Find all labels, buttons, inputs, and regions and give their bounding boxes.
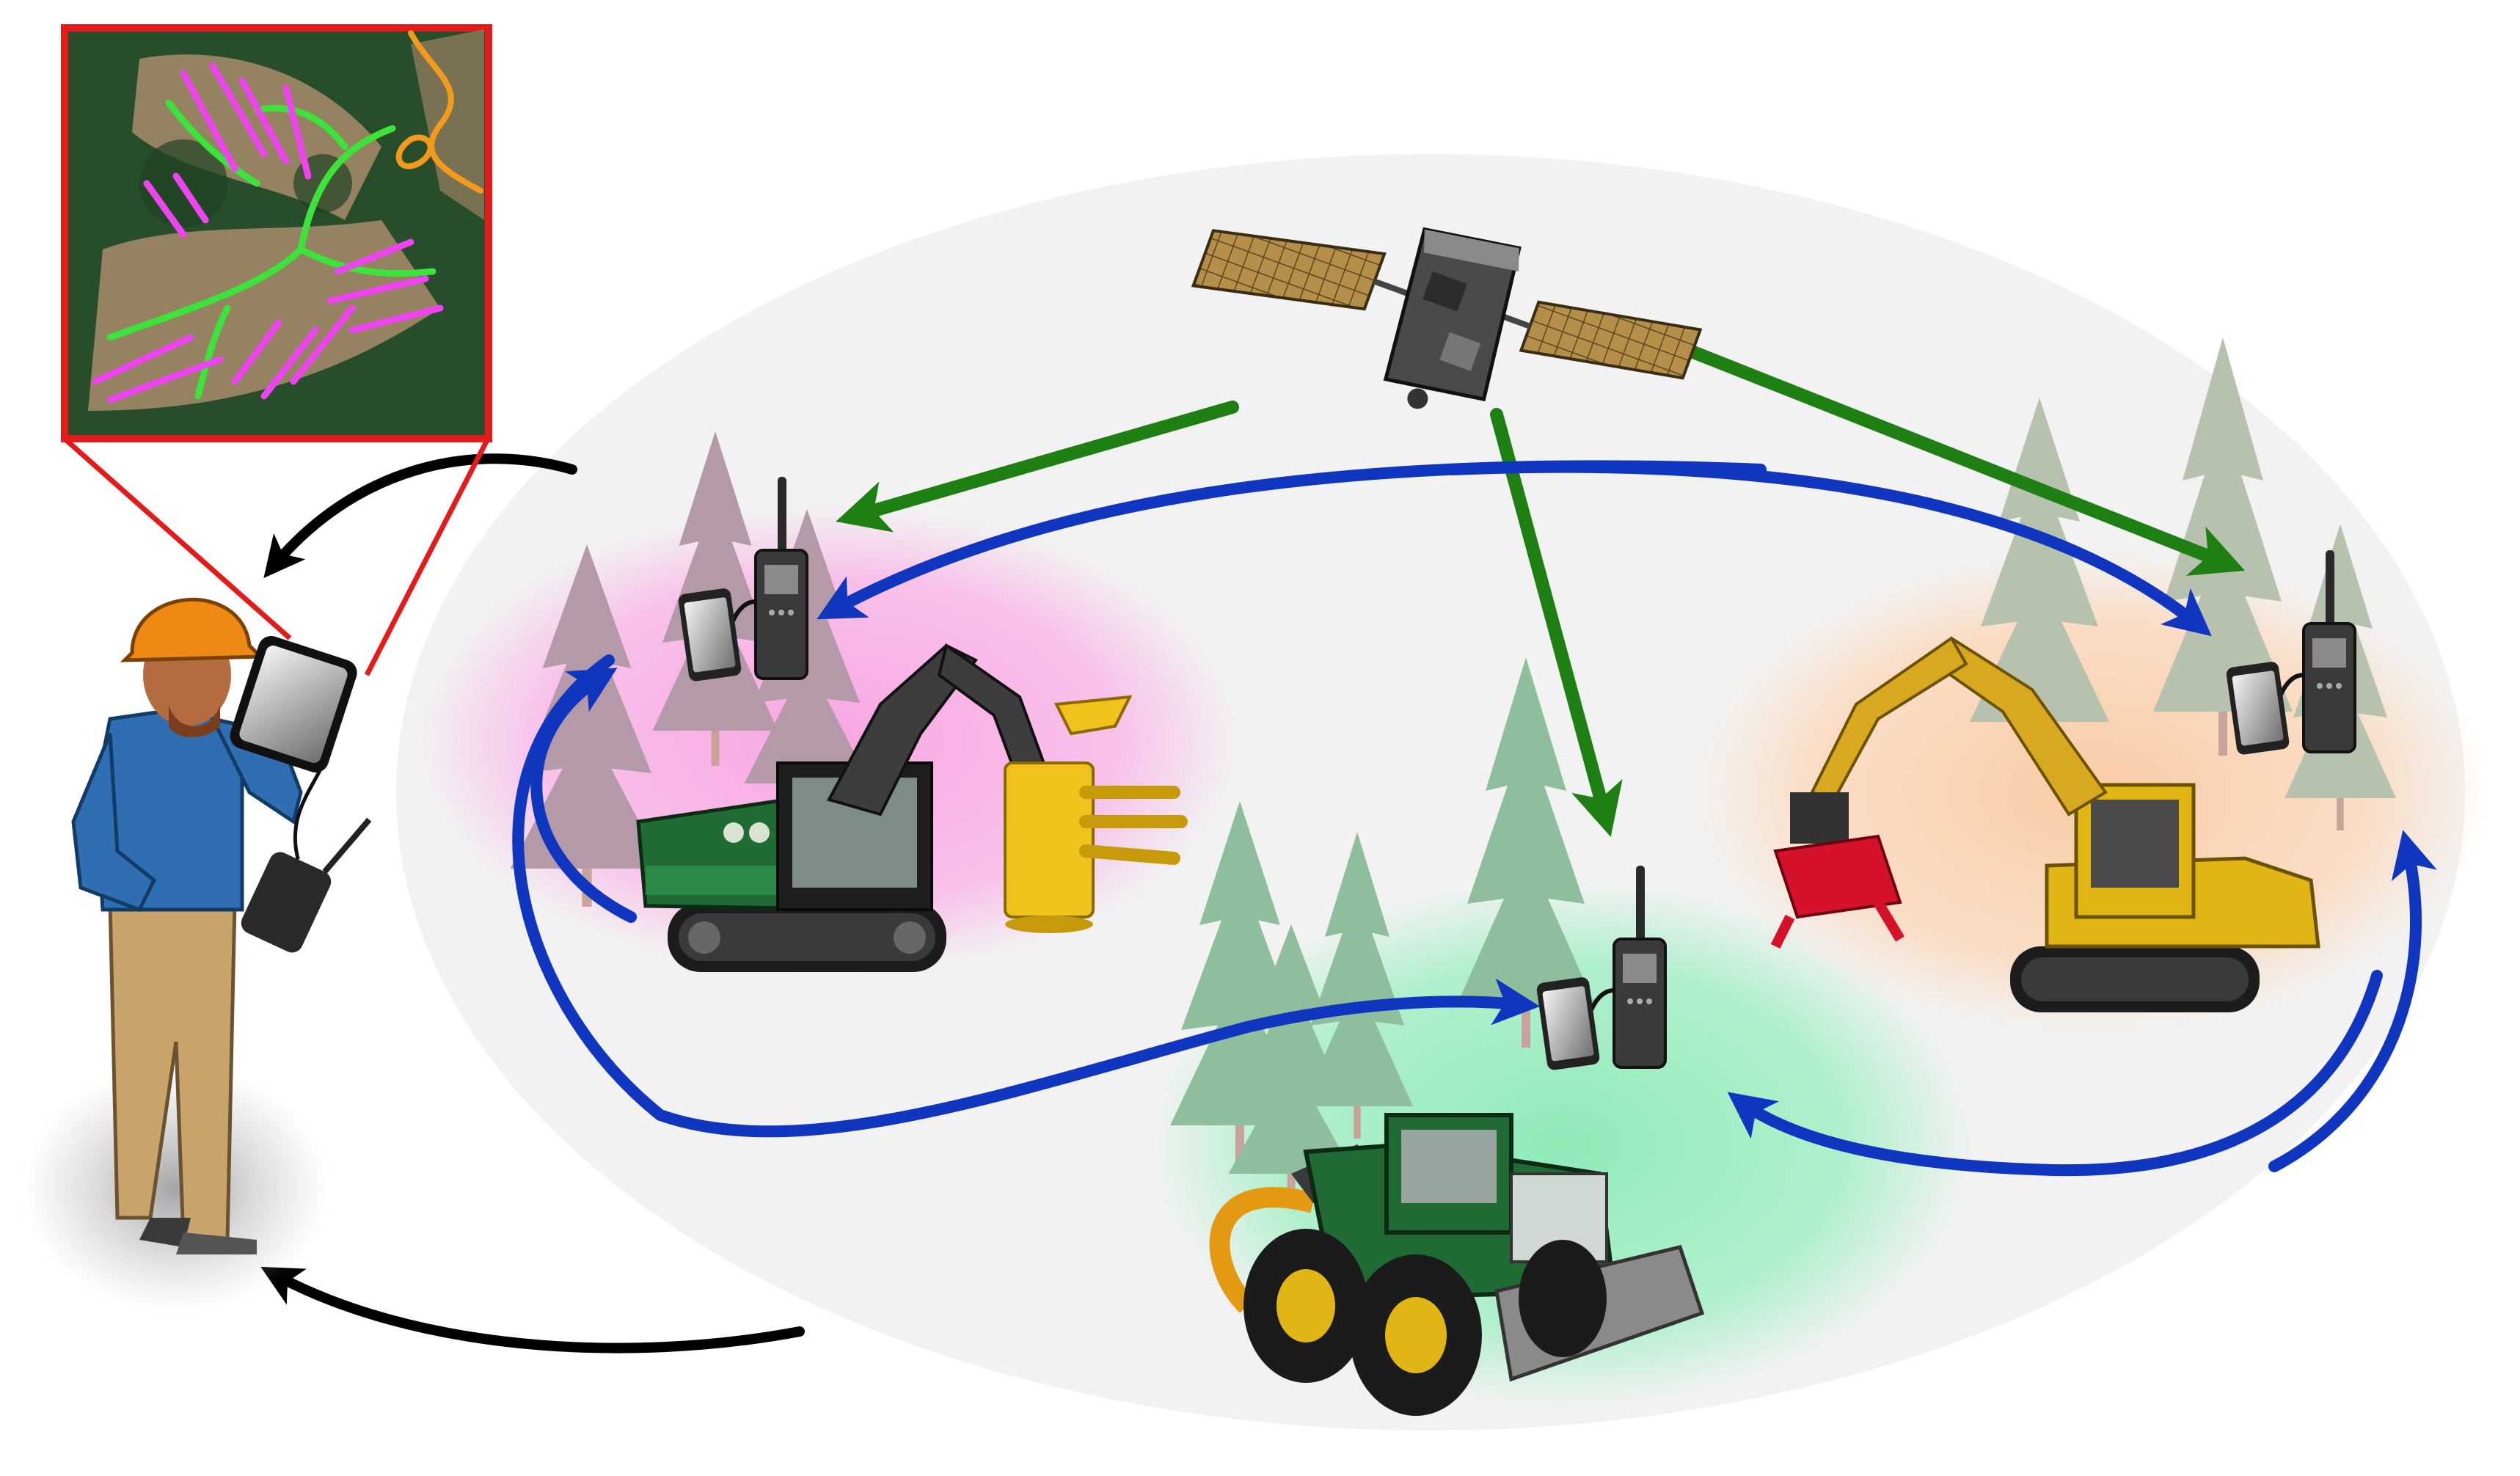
skidder-machine [1209,866,1705,1416]
data-arrow-lower [260,1266,805,1353]
mesh-arrow-feller-buncher-to-skidder [512,654,1541,1138]
map-inset [61,24,492,442]
skidder-wheels [1243,1229,1607,1416]
supervisor-torso [71,702,303,913]
solar-panel-left [1191,229,1410,311]
hard-hat-icon [120,597,265,662]
feller-buncher-tracks [668,902,946,972]
harvester-machine [1770,550,2355,1012]
supervisor-handheld-radio [241,737,372,953]
harvester-head [1770,792,1905,949]
supervisor-legs [108,900,257,1254]
map-skid-trails [92,62,444,403]
supervisor-data-arrows [260,453,805,1353]
supervisor-shadow [22,1064,330,1313]
feller-buncher-body [636,761,933,912]
gnss-arrow-to-skidder [1490,408,1623,837]
inset-callout-lines [62,436,491,676]
harvester-boom [1810,636,2108,816]
feller-buncher-machine [636,477,1188,972]
harvester-body [2045,783,2320,949]
gnss-satellite [1191,227,1703,409]
data-arrow-upper [263,453,577,579]
forestry-supervisor [22,597,372,1313]
mesh-arrow-harvester-to-skidder [1727,970,2383,1177]
mesh-arrow-skidder-to-feller-buncher [530,668,637,923]
mesh-arrow-skidder-to-harvester [2268,830,2437,1172]
supervisor-tablet [230,635,357,773]
satellite-bus [1383,227,1522,409]
radio-mesh-arrows [512,460,2437,1177]
mesh-arrow-feller-buncher-to-harvester [1447,461,2212,637]
gnss-signal-arrows [836,320,2246,837]
gnss-arrow-to-harvester [1622,320,2246,576]
harvester-tracks [2010,946,2260,1012]
gnss-arrow-to-feller-buncher [836,401,1239,533]
map-roads [395,30,483,194]
felling-head [1004,695,1188,933]
